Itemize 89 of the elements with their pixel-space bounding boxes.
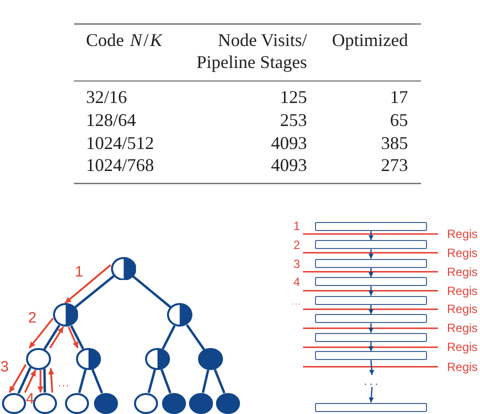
pipeline-stage-box [315, 258, 427, 268]
half-filled-tree-node [76, 348, 101, 370]
hollow-tree-node [2, 392, 26, 414]
table-cell: 4093 [271, 132, 307, 154]
register-label: Regis [447, 284, 478, 297]
stage-number: 3 [293, 258, 300, 270]
arrow [368, 323, 374, 333]
hollow-tree-node [134, 392, 158, 414]
table-cell: 32/16 [86, 86, 128, 108]
column-header: Code N/K [86, 29, 164, 51]
filled-tree-node [94, 392, 118, 414]
arrow [368, 304, 374, 314]
pipeline-stage-box [315, 277, 427, 286]
connector-line [214, 368, 226, 394]
arrow [369, 360, 374, 376]
arrow [49, 326, 64, 348]
connector-line [43, 368, 46, 393]
ellipsis: ... [357, 375, 387, 387]
connector-line [17, 367, 32, 394]
table-cell: 1024/768 [86, 154, 154, 176]
arrow [24, 370, 36, 393]
half-filled-tree-node [110, 256, 136, 280]
connector-line [78, 369, 87, 394]
connector-line [148, 369, 156, 394]
ellipsis: ... [291, 298, 302, 306]
step-number: 4 [26, 392, 34, 406]
connector-line [70, 325, 84, 350]
column-header: Node Visits/ Pipeline Stages [196, 29, 307, 73]
arrow [368, 230, 374, 240]
table-cell: 65 [390, 109, 408, 131]
table-cell: 273 [381, 154, 408, 176]
arrow [368, 342, 374, 352]
connector-line [43, 324, 60, 350]
register-label: Regis [447, 322, 478, 334]
pipeline-stage-box [315, 402, 427, 412]
register-label: Regis [447, 341, 478, 354]
connector-line [132, 275, 172, 308]
pipeline-stage-box [315, 222, 427, 231]
filled-tree-node [198, 348, 224, 370]
hollow-tree-node [33, 392, 57, 414]
table-cell: 4093 [271, 154, 307, 176]
hollow-tree-node [26, 348, 51, 370]
stage-number: 4 [293, 276, 300, 288]
arrow [28, 318, 54, 349]
arrow [368, 286, 374, 296]
table-cell: 253 [280, 109, 307, 131]
arrow [368, 249, 374, 259]
connector-line [91, 368, 104, 394]
register-label: Regis [447, 360, 478, 373]
filled-tree-node [162, 392, 186, 414]
table-cell: 17 [390, 86, 408, 108]
arrow [68, 326, 79, 348]
stage-number: 2 [293, 239, 300, 251]
table-cell: 125 [280, 86, 307, 108]
connector-line [202, 370, 210, 393]
pipeline-stage-box [315, 296, 427, 305]
arrow [368, 386, 374, 403]
connector-line [162, 325, 176, 350]
register-label: Regis [447, 266, 478, 278]
step-number: 3 [0, 359, 9, 374]
hollow-tree-node [64, 392, 88, 414]
pipeline-stage-box [315, 314, 427, 324]
pipeline-stage-box [315, 332, 427, 342]
half-filled-tree-node [145, 348, 170, 370]
table-cell: 1024/512 [86, 132, 154, 154]
arrow [38, 370, 44, 392]
arrow [368, 268, 374, 278]
column-header: Optimized [332, 29, 408, 51]
ellipsis: ... [58, 378, 70, 390]
filled-tree-node [216, 392, 240, 414]
step-number: 1 [74, 264, 84, 280]
table-cell: 128/64 [86, 109, 136, 131]
half-filled-tree-node [53, 303, 78, 327]
half-filled-tree-node [167, 303, 193, 327]
step-number: 2 [28, 310, 36, 326]
register-label: Regis [447, 303, 478, 316]
arrow [8, 364, 27, 393]
arrow [48, 368, 54, 393]
connector-line [160, 369, 172, 394]
connector-line [74, 275, 114, 308]
pipeline-stage-box [315, 240, 427, 250]
arrow [64, 264, 112, 304]
register-label: Regis [447, 246, 478, 259]
register-label: Regis [447, 228, 478, 240]
pipeline-stage-box [315, 351, 427, 360]
connector-line [186, 324, 206, 350]
stage-number: 1 [293, 220, 300, 232]
table-cell: 385 [381, 132, 408, 154]
filled-tree-node [188, 392, 212, 414]
